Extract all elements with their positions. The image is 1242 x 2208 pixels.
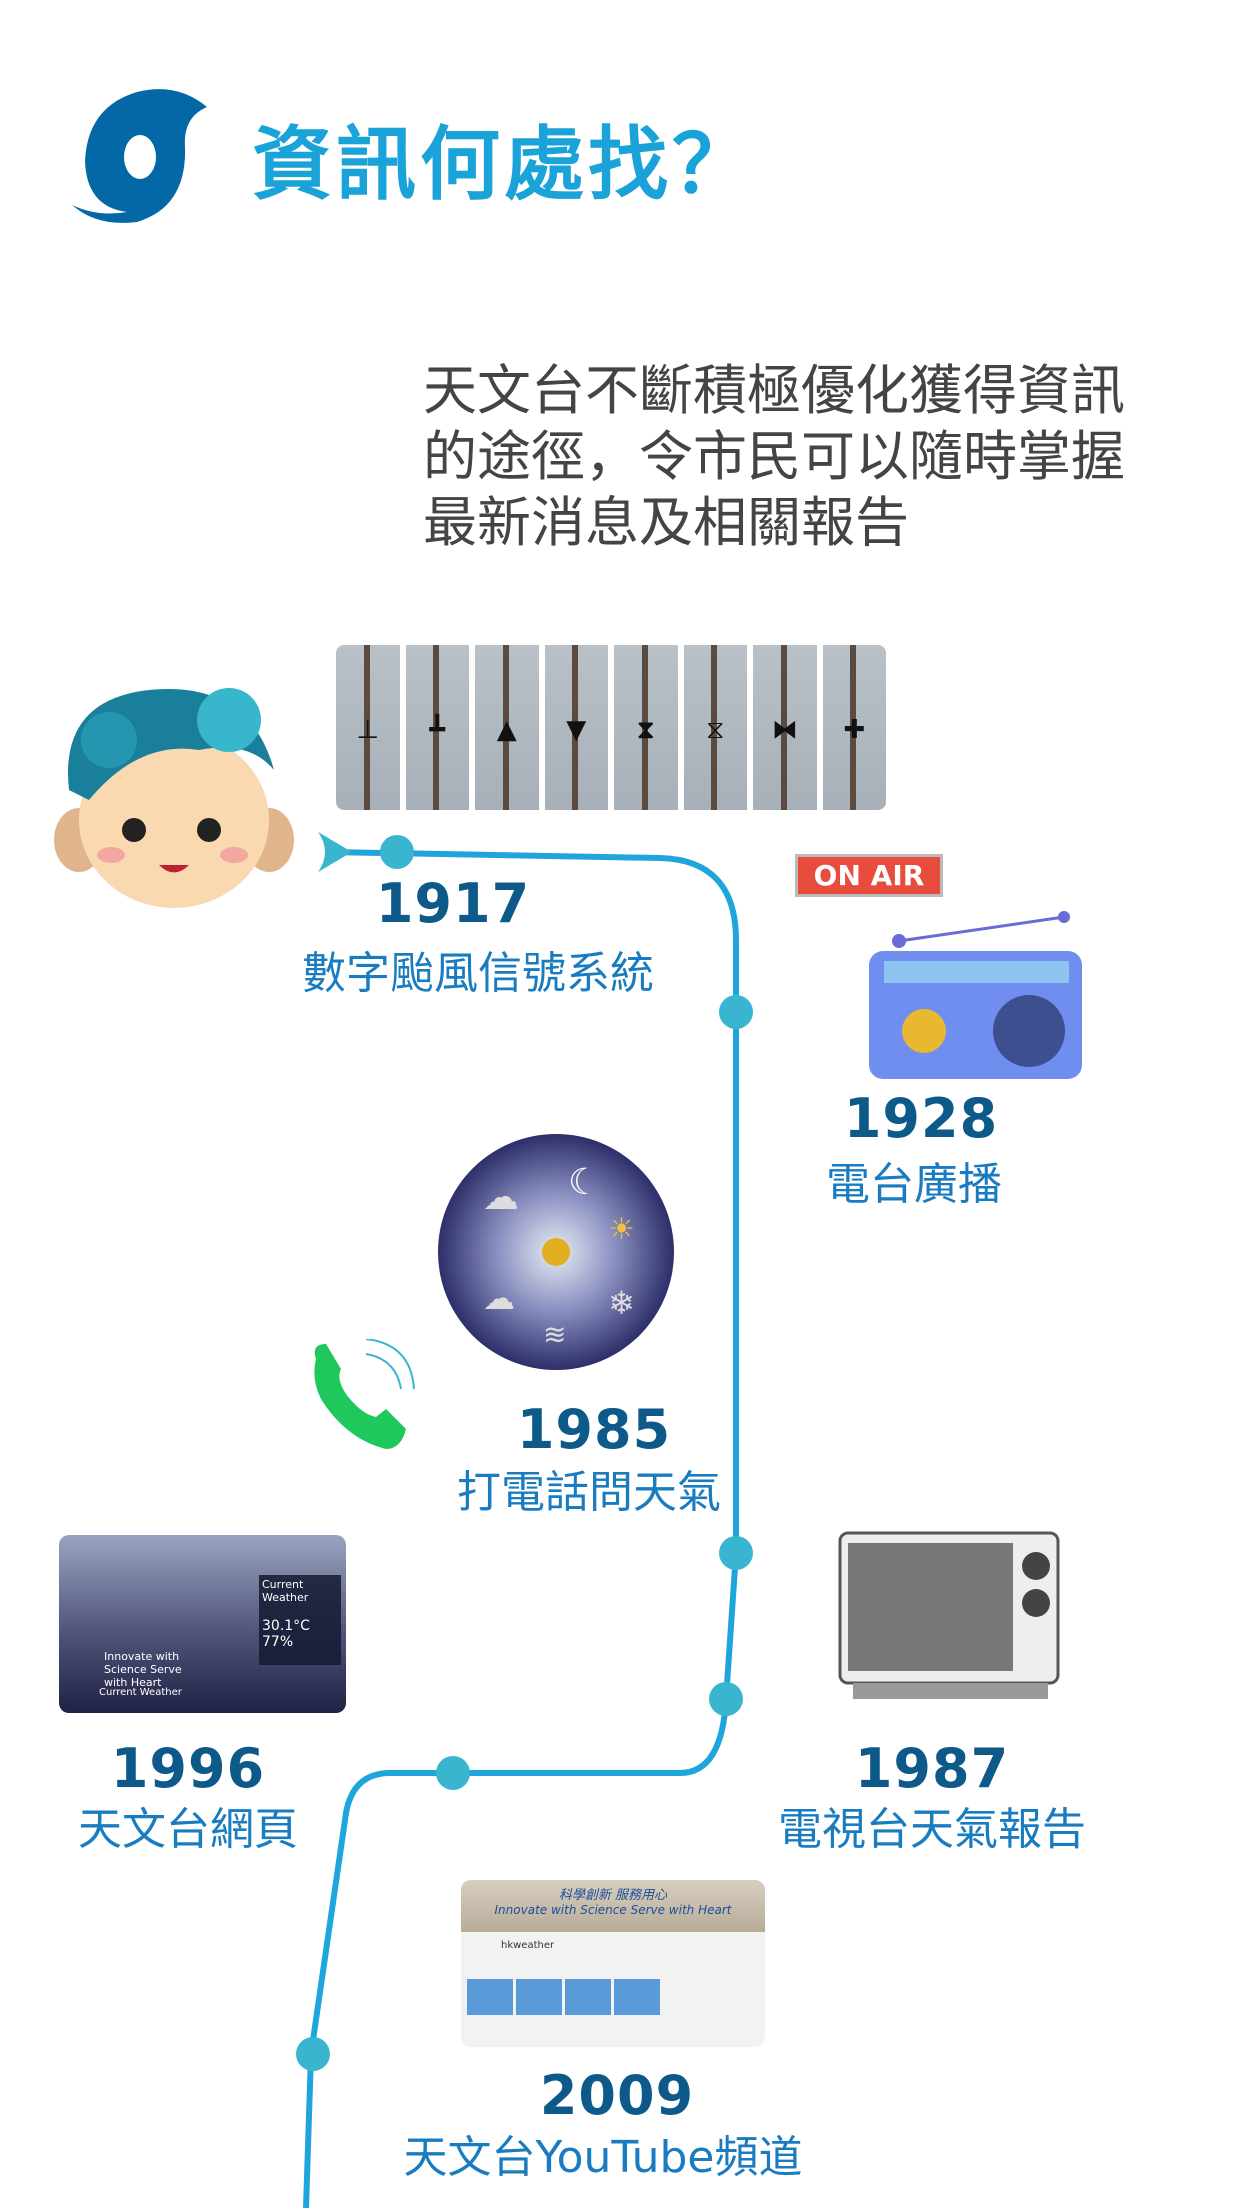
signal-photo: ┻ — [405, 645, 469, 810]
signal-photo: ⊥ — [336, 645, 400, 810]
svg-text:❄: ❄ — [608, 1284, 635, 1322]
signal-photo: ▲ — [475, 645, 539, 810]
svg-text:≋: ≋ — [543, 1318, 566, 1351]
label-1928: 電台廣播 — [826, 1159, 1002, 1210]
label-1917: 數字颱風信號系統 — [302, 948, 654, 999]
temperature: 30.1°C — [262, 1618, 310, 1634]
intro-line: 最新消息及相關報告 — [423, 491, 909, 554]
kid-mascot-icon — [54, 688, 294, 908]
timeline-dot — [709, 1682, 743, 1716]
timeline-dot — [719, 995, 753, 1029]
intro-line: 的途徑，令市民可以隨時掌握 — [423, 425, 1125, 488]
typhoon-signal-photos: ⊥ ┻ ▲ ▼ ⧗ ⧖ ⧓ ✚ — [336, 645, 886, 810]
signal-photo: ✚ — [822, 645, 886, 810]
year-2009: 2009 — [539, 2064, 695, 2127]
weather-circle-icon: ☾ ☁ ☀ ☁ ❄ ≋ — [438, 1134, 674, 1370]
label-1987: 電視台天氣報告 — [778, 1804, 1086, 1855]
year-1985: 1985 — [516, 1398, 672, 1461]
channel-name: hkweather — [501, 1940, 555, 1951]
banner-english: Innovate with Science Serve with Heart — [494, 1903, 732, 1917]
humidity: 77% — [262, 1634, 294, 1650]
intro-text: 天文台不斷積極優化獲得資訊 的途徑，令市民可以隨時掌握 最新消息及相關報告 — [423, 358, 1223, 556]
timeline-dot — [719, 1536, 753, 1570]
current-weather-heading: Current Weather — [262, 1578, 309, 1604]
year-1987: 1987 — [854, 1737, 1010, 1800]
label-1996: 天文台網頁 — [78, 1804, 298, 1855]
svg-text:☀: ☀ — [608, 1212, 635, 1247]
signal-photo: ⧖ — [683, 645, 747, 810]
phone-icon — [314, 1339, 415, 1449]
year-1996: 1996 — [110, 1737, 266, 1800]
website-screenshot: Current Weather 30.1°C 77% Innovate with… — [59, 1535, 346, 1713]
tv-icon — [838, 1531, 1060, 1699]
year-1928: 1928 — [843, 1087, 999, 1150]
footer-heading: Current Weather — [99, 1687, 182, 1698]
timeline-start-arrow — [318, 832, 352, 872]
label-1985: 打電話問天氣 — [457, 1467, 721, 1518]
signal-photo: ⧓ — [753, 645, 817, 810]
svg-text:☁: ☁ — [483, 1279, 515, 1317]
svg-text:☁: ☁ — [483, 1177, 519, 1218]
intro-line: 天文台不斷積極優化獲得資訊 — [423, 359, 1125, 422]
svg-text:☾: ☾ — [568, 1162, 600, 1203]
banner-chinese: 科學創新 服務用心 — [558, 1888, 668, 1903]
slogan: Innovate with Science Serve with Heart — [104, 1650, 182, 1689]
timeline-dot — [380, 835, 414, 869]
signal-photo: ⧗ — [614, 645, 678, 810]
timeline-dot — [296, 2037, 330, 2071]
signal-photo: ▼ — [544, 645, 608, 810]
radio-icon — [869, 911, 1082, 1079]
youtube-screenshot: 科學創新 服務用心 Innovate with Science Serve wi… — [461, 1880, 765, 2047]
label-2009: 天文台YouTube頻道 — [403, 2132, 803, 2183]
page-title: 資訊何處找？ — [252, 118, 756, 211]
year-1917: 1917 — [375, 872, 531, 935]
timeline-dot — [436, 1756, 470, 1790]
typhoon-logo-icon — [72, 89, 207, 223]
on-air-badge: ON AIR — [795, 854, 943, 897]
